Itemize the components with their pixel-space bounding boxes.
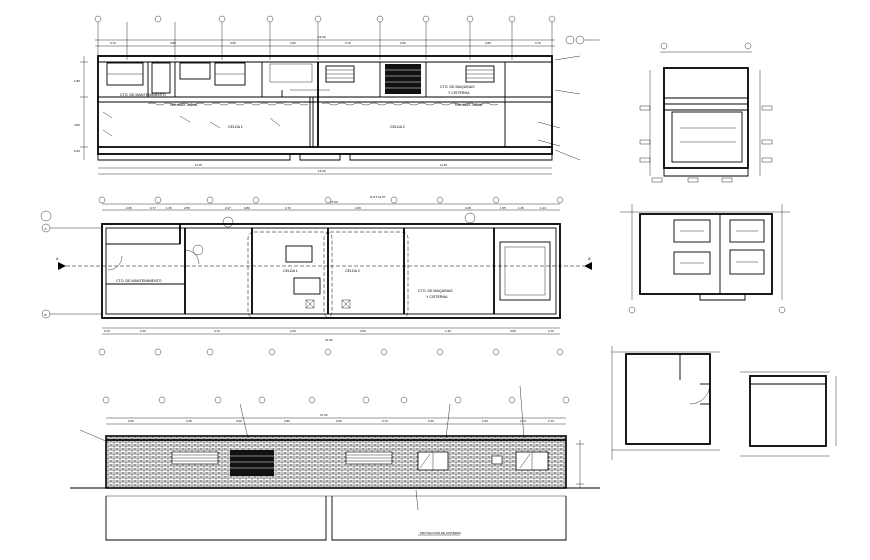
plan-dim: 3.45 [465,206,471,210]
plan-dim: 1.43 [540,206,546,210]
plan-axis-bubbles-bottom [98,348,564,356]
elevation-louvre [345,451,393,465]
section-upper-dim: 3.50 [230,41,236,45]
section-upper-total: 12.90 [318,35,326,39]
section-cut-marker-left: A [56,257,66,270]
section-upper: 0.70 3.80 3.50 3.50 3.70 3.50 3.80 0.70 … [74,15,600,175]
elevation-louvre [171,451,219,465]
elevation-caption: PROYECCION DE CISTERNA [420,531,461,535]
plan-axis-bubbles-top [98,196,564,204]
elevation-dim: 3.80 [284,419,290,423]
section-upper-grid-ticks [97,22,553,60]
annotation-leaders [102,55,581,161]
room-label-maquinas: CTO. DE MAQUINAS [440,85,475,89]
cell-label: CELDA 2 [390,125,405,129]
section-upper-dim: 3.80 [485,41,491,45]
section-upper-dim: 3.50 [290,41,296,45]
plan-room-cisterna: Y CISTERNA [426,295,448,299]
elevation-louvre-dark [230,450,274,476]
plan-cell-1: CELDA 1 [283,269,298,273]
elevation-dim: 2.60 [482,419,488,423]
plan-dim: 2.05 [126,206,132,210]
section-upper-dim: 11.87 [440,163,448,167]
elevation-dim: 3.25 [186,419,192,423]
height-dim: 1.80 [74,79,80,83]
plan-dim: 0.70 [548,329,554,333]
plan-dim: 1.45 [518,206,524,210]
plan-axis-bubble-a: A [40,210,52,233]
elevation-dim: 2.73 [548,419,554,423]
elevation-window [417,451,449,471]
svg-text:A: A [45,227,47,231]
room-label-cisterna: Y CISTERNA [448,91,470,95]
section-upper-dim: 0.70 [110,41,116,45]
svg-text:A': A' [588,257,591,261]
plan-room-mantenimiento: CTO. DE MANTENIMIENTO [116,279,162,283]
plan-axis-bubble-b: B [41,309,51,319]
elevation-window [491,455,503,465]
plan-dim: 2.27 [225,206,231,210]
elevation-dim: 3.00 [236,419,242,423]
detail-section-top-right [639,42,773,183]
elevation-total: 37.60 [320,413,328,417]
plan-dim: 1.35 [166,206,172,210]
water-level-label: NIV. MAX. AGUA [170,103,198,107]
plan-total: 37.60 [330,200,338,204]
plan-dim: 4.70 [214,329,220,333]
plan-cell-2: CELDA 2 [345,269,360,273]
plan-dim: 0.77 [150,206,156,210]
elevation-dim: 2.73 [382,419,388,423]
elevation: 37.60 2.60 3.25 3.00 3.80 2.60 2.73 3.20… [70,385,600,541]
section-upper-dim: 3.50 [400,41,406,45]
elevation-window [515,451,549,471]
svg-text:A: A [56,257,59,261]
level-bubble-icon [192,212,476,256]
detail-plan-small-right [740,371,837,457]
plan-dim: 0.70 [104,329,110,333]
elevation-dim: 2.60 [128,419,134,423]
plan-dim: 2.55 [184,206,190,210]
louvre-vent [325,65,355,83]
floor-plan: N.P.T.+0.57 37.60 2.05 0.77 1.35 2.55 2.… [40,195,592,356]
section-upper-dim: 0.70 [535,41,541,45]
section-upper-dim: 11.87 [195,163,203,167]
louvre-vent [465,65,495,83]
elevation-axis-bubbles [102,396,570,404]
section-cut-marker-right: A' [584,257,592,270]
floor-hatch [305,299,351,309]
elevation-leaders [79,385,584,511]
water-level-label: NIV. MAX. AGUA [455,103,483,107]
section-upper-total: 12.90 [318,169,326,173]
svg-text:B: B [45,313,47,317]
plan-dim: 3.00 [510,329,516,333]
plan-dim: 1.40 [445,329,451,333]
elevation-dim: 2.73 [520,419,526,423]
plan-dim: 0.80 [244,206,250,210]
cell-label: CELDA 1 [228,125,243,129]
plan-dim: 3.60 [360,329,366,333]
plan-title: N.P.T.+0.57 [370,195,386,199]
plan-room-maquinas: CTO. DE MAQUINAS [418,289,453,293]
section-marker-icon [565,35,600,45]
height-dim: 0.20 [74,149,80,153]
plan-dim: 2.00 [290,329,296,333]
plan-dim: 4.70 [285,206,291,210]
plan-dim: 2.60 [355,206,361,210]
louvre-vent-dark [385,64,421,94]
elevation-dim: 3.20 [428,419,434,423]
plan-dim: 2.00 [140,329,146,333]
level-markers [639,105,773,183]
plan-dim: 1.55 [500,206,506,210]
detail-plan-small-left [611,346,720,460]
elevation-dim: 2.60 [336,419,342,423]
section-upper-dim: 3.80 [170,41,176,45]
height-dim: 4.60 [74,123,80,127]
section-upper-dim: 3.70 [345,41,351,45]
plan-total: 37.60 [325,338,333,342]
section-upper-axis-bubbles [94,15,556,23]
room-label-mantenimiento: CTO. DE MANTENIMIENTO [120,93,166,97]
detail-plan-right [620,204,790,314]
